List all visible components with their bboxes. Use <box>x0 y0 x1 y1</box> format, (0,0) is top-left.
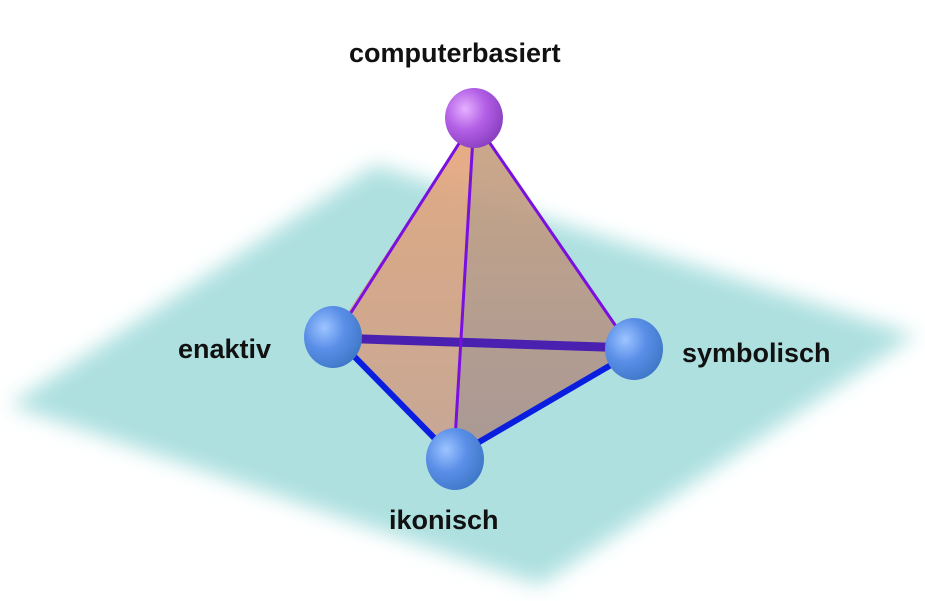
label-enaktiv: enaktiv <box>178 334 272 364</box>
edge-ikonisch-symbolisch <box>460 352 630 455</box>
face-right <box>455 120 633 455</box>
edge-enaktiv-symbolisch <box>332 333 634 353</box>
label-ikonisch: ikonisch <box>389 505 499 535</box>
sphere-symbolisch <box>605 318 663 380</box>
edge-apex-ikonisch <box>453 119 476 441</box>
edge-enaktiv-ikonisch <box>340 342 451 455</box>
face-left <box>333 120 474 455</box>
edge-apex-enaktiv <box>343 119 476 323</box>
sphere-ikonisch <box>426 428 484 490</box>
label-symbolisch: symbolisch <box>682 338 831 368</box>
sphere-computerbasiert <box>445 88 503 148</box>
sphere-enaktiv <box>304 306 362 368</box>
edge-apex-symbolisch <box>472 119 624 336</box>
label-computerbasiert: computerbasiert <box>349 38 561 68</box>
